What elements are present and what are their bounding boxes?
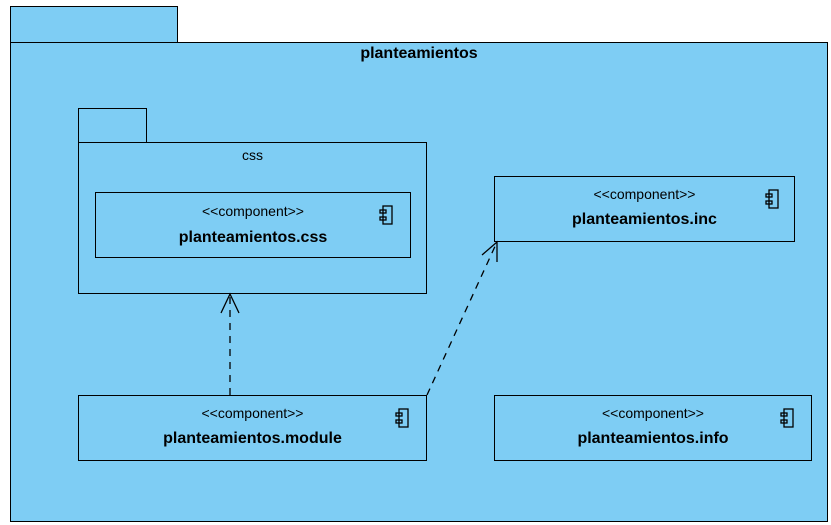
component-name: planteamientos.css (178, 229, 328, 246)
css-package-title: css (242, 147, 263, 163)
component-name: planteamientos.inc (572, 211, 717, 228)
component-icon (765, 189, 779, 209)
component-icon (395, 408, 409, 428)
css-package (78, 142, 427, 294)
stereotype-label: <<component>> (593, 186, 696, 202)
stereotype-label: <<component>> (202, 203, 304, 219)
outer-package-tab (10, 6, 178, 43)
component-planteamientos-inc[interactable]: <<component>> planteamientos.inc (494, 176, 795, 242)
css-package-tab (78, 108, 147, 143)
component-planteamientos-module[interactable]: <<component>> planteamientos.module (78, 395, 427, 461)
stereotype-label: <<component>> (201, 405, 304, 421)
component-icon (780, 408, 794, 428)
component-name: planteamientos.info (577, 430, 729, 447)
component-name: planteamientos.module (163, 430, 342, 447)
component-planteamientos-css[interactable]: <<component>> planteamientos.css (95, 192, 411, 258)
outer-package-title: planteamientos (360, 45, 478, 62)
component-icon (379, 205, 393, 225)
component-planteamientos-info[interactable]: <<component>> planteamientos.info (494, 395, 812, 461)
stereotype-label: <<component>> (602, 405, 704, 421)
